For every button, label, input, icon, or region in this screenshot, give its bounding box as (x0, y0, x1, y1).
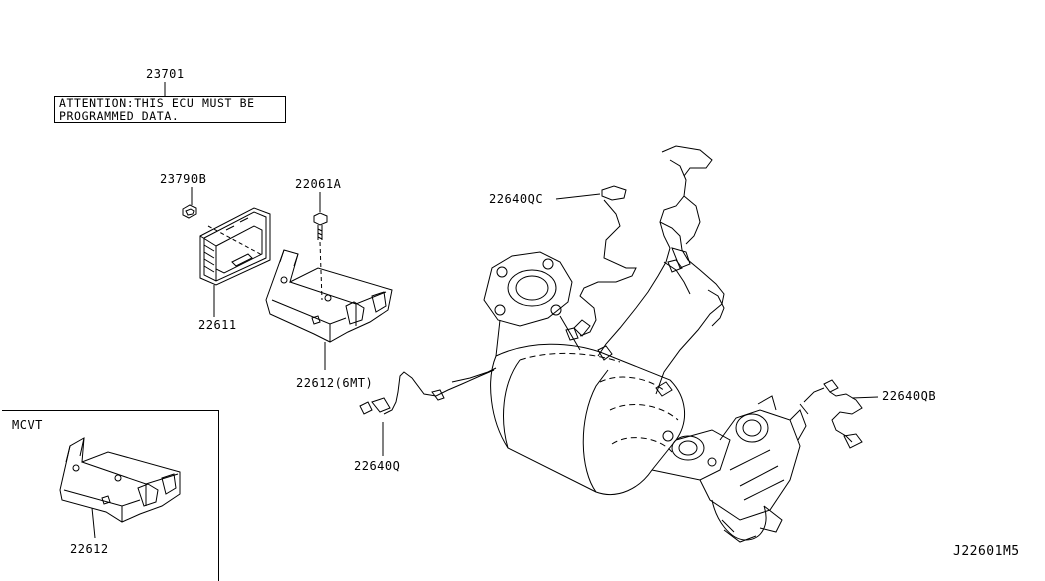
diagram-code: J22601M5 (953, 544, 1020, 559)
sensor-22640q-drawing (359, 367, 497, 456)
sensor-22640qc-drawing (555, 185, 637, 341)
ecu-note-line1: ATTENTION:THIS ECU MUST BE (59, 96, 255, 110)
bracket-22612-mcvt-drawing (59, 437, 181, 539)
catalytic-converter-drawing (483, 251, 807, 543)
bolt-part-label: 22061A (295, 177, 342, 191)
ecu-22611-drawing (199, 207, 271, 317)
ecu-note-line2: PROGRAMMED DATA. (59, 109, 180, 123)
sensor-22640qb-drawing (799, 379, 879, 449)
sensor-qb-part-label: 22640QB (882, 389, 937, 403)
clip-23790b-drawing (182, 187, 197, 219)
clip-part-label: 23790B (160, 172, 207, 186)
ecu-attention-note: ATTENTION:THIS ECU MUST BE PROGRAMMED DA… (54, 96, 286, 123)
mcvt-bracket-part-label: 22612 (70, 542, 109, 556)
ecu-unit-part-label: 22611 (198, 318, 237, 332)
bracket-22612-6mt-drawing (265, 249, 393, 370)
ecu-part-number: 23701 (146, 67, 185, 81)
upper-harness-drawing (597, 145, 725, 397)
mcvt-inset-frame (2, 410, 219, 581)
sensor-qc-part-label: 22640QC (489, 192, 544, 206)
mcvt-inset-title: MCVT (12, 418, 43, 432)
bracket-6mt-part-label: 22612(6MT) (296, 376, 374, 390)
bolt-22061a-drawing (313, 192, 328, 301)
sensor-q-part-label: 22640Q (354, 459, 401, 473)
